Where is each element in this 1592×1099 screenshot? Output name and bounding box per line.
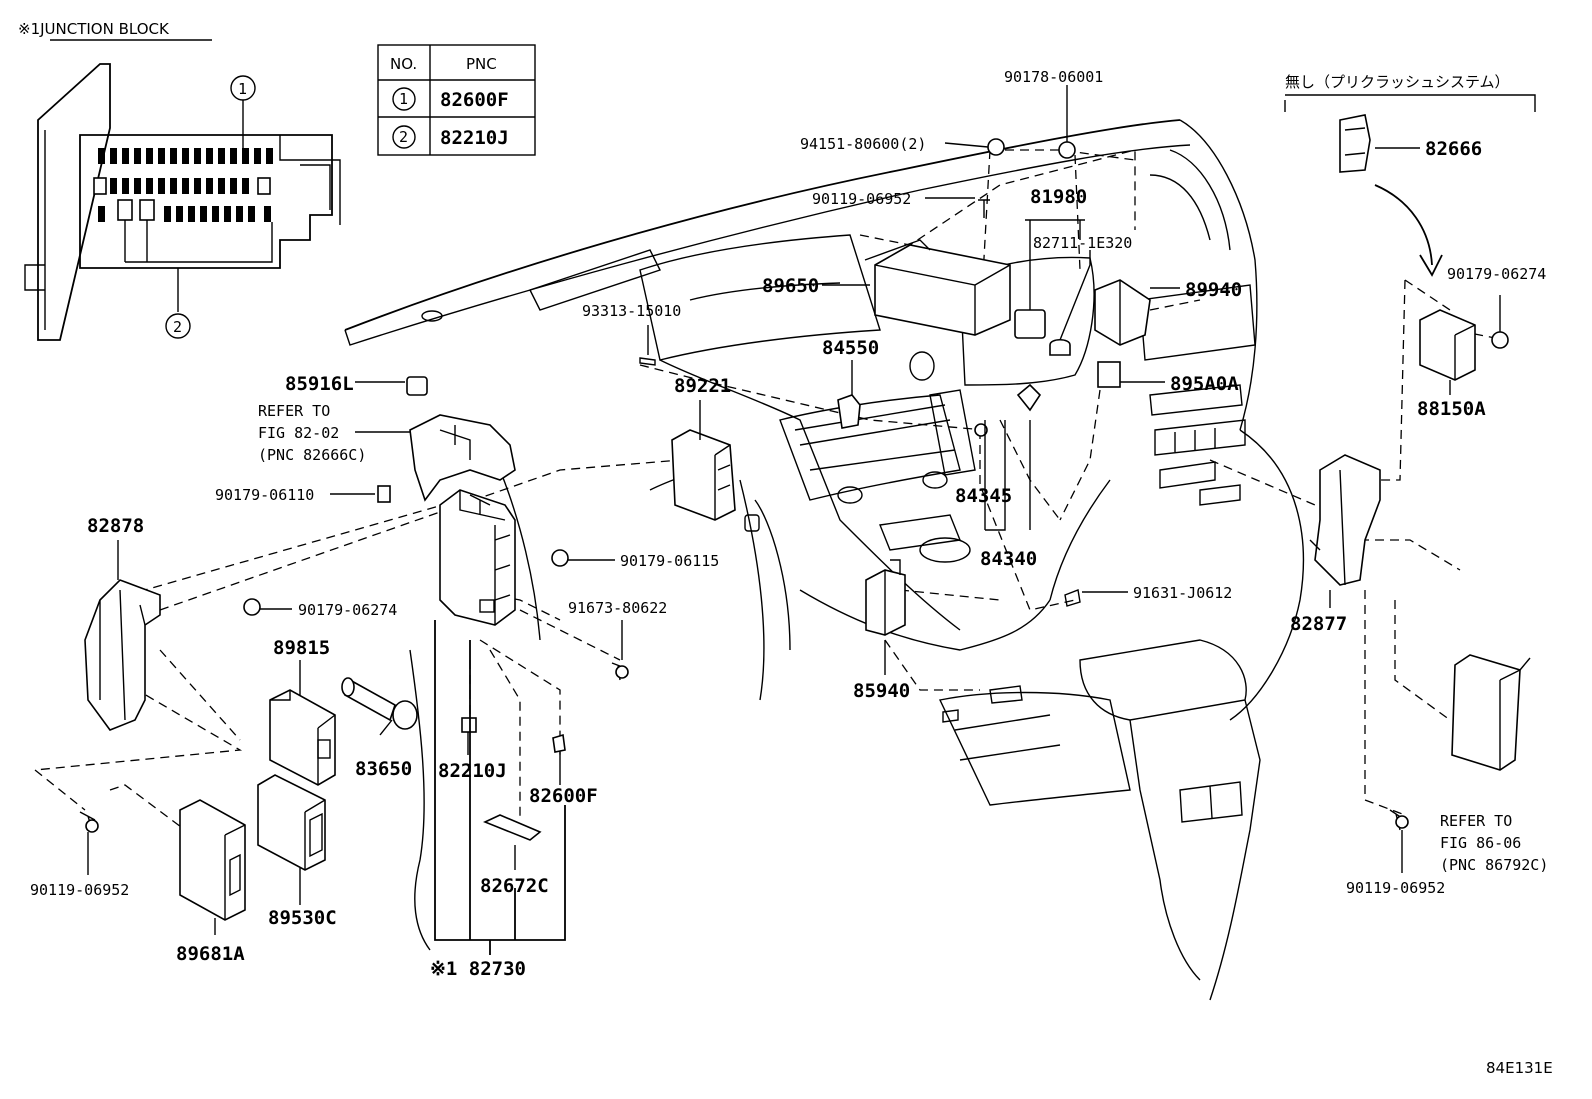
label-90178-06001: 90178-06001 (1004, 68, 1103, 86)
junction-block-82730-shape (439, 489, 516, 626)
fuse-row-2 (93, 177, 271, 195)
pnc-table: NO. PNC 1 82600F 2 82210J (377, 44, 536, 156)
part-labels: 90178-06001 94151-80600(2) 90119-06952 8… (30, 68, 1553, 1077)
connector-82666-shape (1339, 114, 1371, 173)
sensor-895a0a-shape (1097, 361, 1121, 388)
module-89681a-shape (179, 799, 246, 921)
label-refer-82-line3: (PNC 82666C) (258, 446, 366, 464)
label-82877: 82877 (1290, 613, 1347, 635)
figure-code: 84E131E (1486, 1059, 1553, 1077)
label-82878: 82878 (87, 515, 144, 537)
label-90119-06952-left: 90119-06952 (30, 881, 129, 899)
label-82672c: 82672C (480, 875, 549, 897)
label-93313-15010: 93313-15010 (582, 302, 681, 320)
label-91673-80622: 91673-80622 (568, 599, 667, 617)
label-82600f: 82600F (529, 785, 598, 807)
label-refer-82-line1: REFER TO (258, 402, 330, 420)
ecu-89650-shape (874, 244, 1011, 336)
label-82730: ※1 82730 (430, 958, 526, 980)
label-94151-80600: 94151-80600(2) (800, 135, 926, 153)
label-84345: 84345 (955, 485, 1012, 507)
module-89530c-shape (257, 774, 326, 871)
cover-82672c-shape (482, 814, 542, 841)
nut-90179-06274-right (1491, 331, 1509, 349)
relay-85916l-shape (406, 376, 428, 396)
label-90179-06110: 90179-06110 (215, 486, 314, 504)
label-84550: 84550 (822, 337, 879, 359)
table-row-1-no: 1 (399, 90, 408, 108)
label-90179-06274-right: 90179-06274 (1447, 265, 1546, 283)
relay-82210j-shape (461, 717, 477, 733)
table-header-pnc: PNC (466, 55, 497, 73)
label-83650: 83650 (355, 758, 412, 780)
switch-84550-shape (837, 394, 861, 429)
label-89650: 89650 (762, 275, 819, 297)
label-90179-06274-left: 90179-06274 (298, 601, 397, 619)
label-89681a: 89681A (176, 943, 245, 965)
label-refer-86-line3: (PNC 86792C) (1440, 856, 1548, 874)
table-row-1-pnc: 82600F (440, 89, 509, 111)
label-85940: 85940 (853, 680, 910, 702)
ecu-89940-shape (1094, 279, 1151, 346)
leader-lines (87, 85, 1536, 955)
label-91631-j0612: 91631-J0612 (1133, 584, 1232, 602)
fuse-row-3 (98, 199, 271, 222)
label-89530c: 89530C (268, 907, 337, 929)
nut-90179-06274-left (243, 598, 261, 616)
part-shapes (79, 114, 1531, 921)
label-895a0a: 895A0A (1170, 373, 1239, 395)
module-89815-shape (269, 689, 336, 786)
label-89221: 89221 (674, 375, 731, 397)
table-header-no: NO. (390, 55, 417, 73)
label-refer-86-line2: FIG 86-06 (1440, 834, 1521, 852)
ecu-89221-shape (671, 429, 736, 521)
connector-81980-shape (1014, 309, 1046, 339)
label-85916l: 85916L (285, 373, 354, 395)
table-row-2-no: 2 (399, 128, 408, 146)
label-no-precrash-note: 無し（プリクラッシュシステム） (1285, 73, 1510, 91)
label-82666: 82666 (1425, 138, 1482, 160)
dashed-leaders (34, 149, 1506, 831)
fuse-82600f-shape (552, 733, 566, 753)
callout-1-circle (230, 75, 256, 101)
label-90119-06952-right: 90119-06952 (1346, 879, 1445, 897)
label-81980: 81980 (1030, 186, 1087, 208)
label-82210j: 82210J (438, 760, 507, 782)
nut-90178-06001 (1058, 141, 1076, 159)
label-90119-06952-top: 90119-06952 (812, 190, 911, 208)
label-89815: 89815 (273, 637, 330, 659)
label-84340: 84340 (980, 548, 1037, 570)
junction-block-title: ※1JUNCTION BLOCK (18, 20, 170, 38)
module-88150a-shape (1419, 309, 1476, 381)
bracket-82666c-shape (409, 414, 516, 502)
label-88150a: 88150A (1417, 398, 1486, 420)
dashboard-outline (344, 119, 1305, 1001)
callout-1-label: 1 (238, 80, 247, 98)
label-82711-1e320: 82711-1E320 (1033, 234, 1132, 252)
label-90179-06115: 90179-06115 (620, 552, 719, 570)
bracket-82877-shape (1314, 454, 1381, 586)
nut-90179-06115 (551, 549, 569, 567)
table-row-2-pnc: 82210J (440, 127, 509, 149)
junction-block-inset: ※1JUNCTION BLOCK (18, 20, 341, 341)
callout-2-label: 2 (173, 318, 182, 336)
fuse-row-1 (98, 148, 273, 164)
callout-2-circle (165, 313, 191, 339)
switch-84345-shape (1016, 383, 1042, 412)
module-86792c-shape (1451, 654, 1521, 771)
label-refer-82-line2: FIG 82-02 (258, 424, 339, 442)
label-refer-86-line1: REFER TO (1440, 812, 1512, 830)
label-89940: 89940 (1185, 279, 1242, 301)
clip-94151-80600 (987, 138, 1005, 156)
